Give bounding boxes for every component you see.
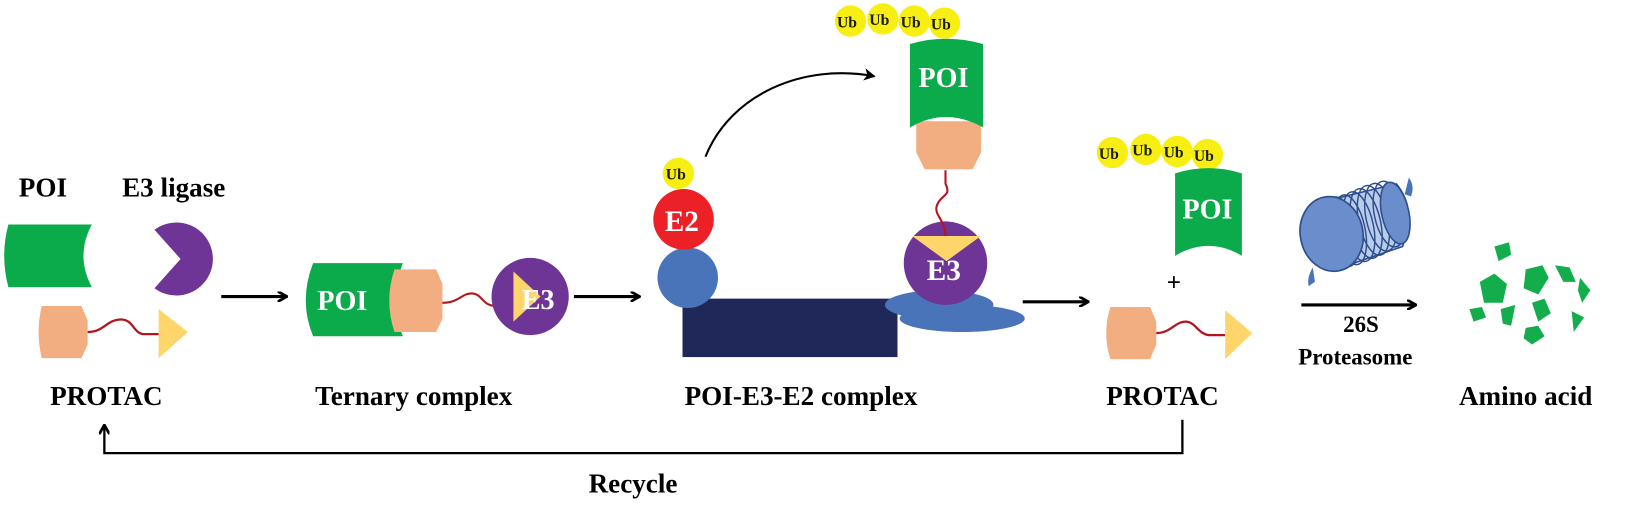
stage-release: Ub Ub Ub Ub POI + PROTAC [1096, 133, 1253, 411]
poi-title: POI [19, 172, 67, 202]
ub-text: Ub [1099, 146, 1119, 163]
release-ub-chain: Ub Ub Ub Ub [1096, 133, 1224, 171]
e3-platform-bottom [899, 304, 1025, 333]
protac-molecule [38, 305, 188, 359]
ternary-e3-text: E3 [522, 285, 555, 316]
proteasome-label: Proteasome [1298, 344, 1412, 369]
complex-poi-text: POI [918, 63, 968, 94]
ub-single-text: Ub [666, 167, 686, 184]
stage-poi-e3-e2-complex: E2 Ub E3 POI Ub Ub Ub Ub POI-E3-E2 compl… [653, 3, 1025, 411]
e3-ligase-title: E3 ligase [122, 172, 225, 202]
proteasome-icon [1299, 177, 1413, 287]
complex-ub-chain: Ub Ub Ub Ub [834, 3, 961, 39]
ub-text: Ub [1164, 145, 1184, 162]
complex-e3-text: E3 [927, 255, 961, 287]
e2-text: E2 [665, 206, 699, 238]
amino-acid-fragments [1469, 242, 1591, 345]
stage-ternary-complex: POI E3 Ternary complex [305, 257, 569, 411]
scaffold-rect [682, 298, 898, 358]
release-protac-molecule [1106, 306, 1253, 360]
ternary-complex-label: Ternary complex [315, 381, 513, 411]
ub-text: Ub [869, 12, 889, 29]
e2-circle [653, 189, 714, 250]
recycle-label: Recycle [589, 469, 678, 499]
e2-base-circle [657, 247, 718, 309]
ternary-linker [442, 292, 512, 307]
ternary-poi-shape [305, 263, 403, 337]
recycle-arrow [104, 419, 1184, 455]
ub-single-circle [662, 157, 694, 190]
e3-ligase-shape [154, 222, 213, 296]
complex-e3-ligand [912, 236, 981, 262]
poi-shape [4, 224, 92, 288]
release-poi-shape [1175, 168, 1242, 256]
release-protac-label: PROTAC [1106, 381, 1219, 411]
ternary-poi-ligand [389, 269, 443, 333]
ub-transfer-arrow [704, 68, 876, 158]
plus-sign: + [1167, 269, 1181, 296]
complex-poi-shape [910, 38, 984, 128]
ub-text: Ub [837, 14, 857, 31]
ub-text: Ub [931, 16, 951, 33]
stage-components: POI E3 ligase PROTAC [4, 172, 225, 411]
amino-acid-label: Amino acid [1459, 381, 1592, 411]
ternary-poi-text: POI [317, 286, 367, 317]
poi-e3-e2-complex-label: POI-E3-E2 complex [685, 381, 918, 411]
complex-linker [935, 170, 949, 237]
protac-label: PROTAC [50, 381, 163, 411]
release-poi-text: POI [1182, 194, 1232, 225]
ternary-e3-ligand [513, 271, 541, 322]
ub-text: Ub [901, 14, 921, 31]
ub-text: Ub [1132, 143, 1152, 160]
complex-poi-ligand [916, 121, 981, 170]
ub-text: Ub [1194, 148, 1214, 165]
proteasome-label-26s: 26S [1343, 312, 1379, 337]
